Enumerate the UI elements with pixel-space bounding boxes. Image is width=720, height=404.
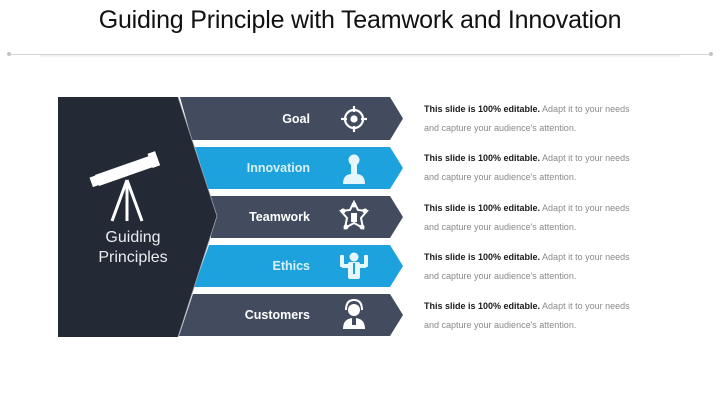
- desc-bold: This slide is 100% editable.: [424, 104, 541, 114]
- desc-bold: This slide is 100% editable.: [424, 203, 541, 213]
- bar-label-teamwork: Teamwork: [249, 210, 310, 224]
- separator-dot-right: [709, 52, 713, 56]
- bar-label-ethics: Ethics: [272, 259, 310, 273]
- desc-line2: and capture your audience's attention.: [424, 271, 577, 281]
- target-crosshair-icon: [341, 106, 367, 132]
- desc-rest: Adapt it to your needs: [540, 301, 630, 311]
- bar-label-innovation: Innovation: [246, 161, 310, 175]
- desc-line2: and capture your audience's attention.: [424, 222, 577, 232]
- desc-rest: Adapt it to your needs: [540, 203, 630, 213]
- desc-bold: This slide is 100% editable.: [424, 153, 541, 163]
- hub-title-line1: Guiding: [105, 229, 161, 246]
- separator-shadow: [40, 55, 680, 58]
- title-separator: [8, 54, 712, 55]
- desc-line2: and capture your audience's attention.: [424, 123, 577, 133]
- description-ethics: This slide is 100% editable. Adapt it to…: [424, 248, 714, 286]
- desc-bold: This slide is 100% editable.: [424, 301, 541, 311]
- description-goal: This slide is 100% editable. Adapt it to…: [424, 100, 714, 138]
- person-arms-raised-icon: [340, 252, 368, 279]
- description-teamwork: This slide is 100% editable. Adapt it to…: [424, 199, 714, 237]
- desc-rest: Adapt it to your needs: [540, 153, 630, 163]
- desc-bold: This slide is 100% editable.: [424, 252, 541, 262]
- description-innovation: This slide is 100% editable. Adapt it to…: [424, 149, 714, 187]
- desc-line2: and capture your audience's attention.: [424, 172, 577, 182]
- desc-rest: Adapt it to your needs: [540, 252, 630, 262]
- desc-line2: and capture your audience's attention.: [424, 320, 577, 330]
- bar-label-customers: Customers: [244, 308, 310, 322]
- team-star-icon: [339, 199, 369, 230]
- customer-headset-icon: [343, 298, 365, 329]
- description-customers: This slide is 100% editable. Adapt it to…: [424, 297, 714, 335]
- slide-title: Guiding Principle with Teamwork and Inno…: [98, 6, 622, 34]
- bar-label-goal: Goal: [282, 112, 310, 126]
- lightbulb-person-icon: [343, 154, 365, 184]
- hub-panel: [58, 97, 217, 337]
- hub-title-line2: Principles: [98, 249, 168, 266]
- telescope-icon: [89, 151, 161, 222]
- desc-rest: Adapt it to your needs: [540, 104, 630, 114]
- separator-dot-left: [7, 52, 11, 56]
- bar-goal: [180, 97, 403, 140]
